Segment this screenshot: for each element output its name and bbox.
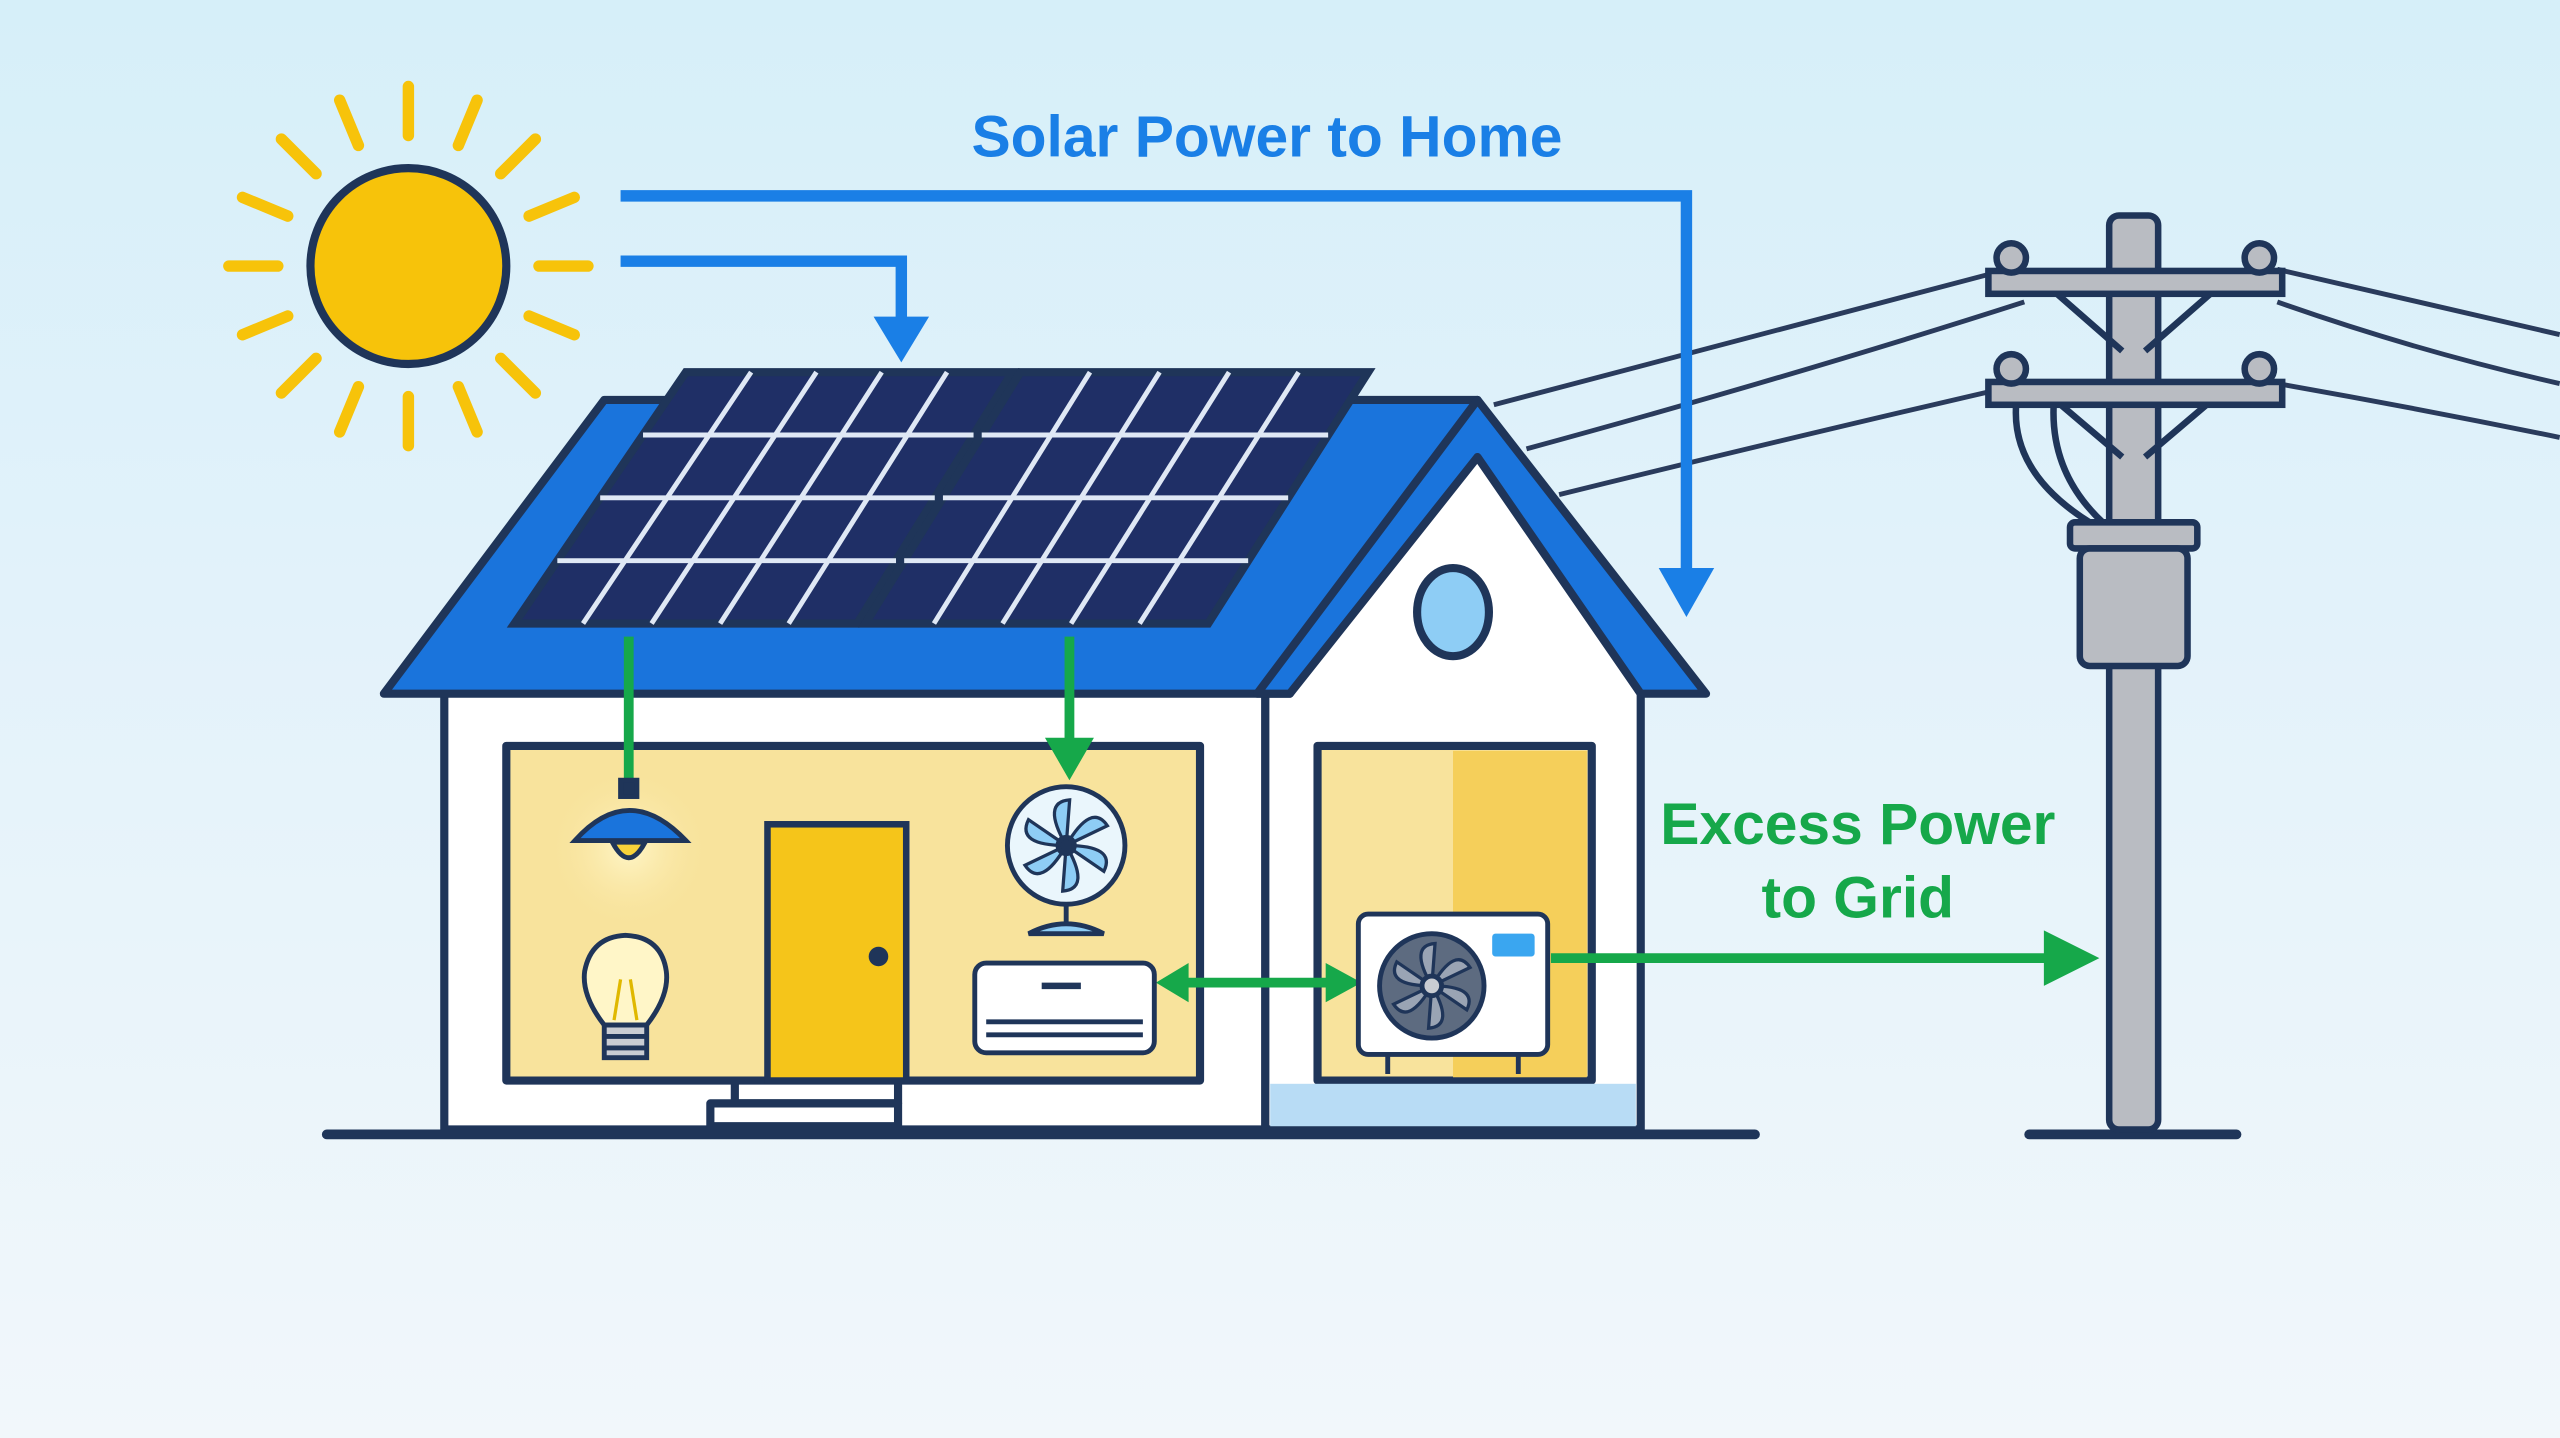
solar-panel-icon [506, 368, 1376, 628]
arrowhead-icon [873, 316, 930, 363]
front-door [764, 821, 910, 1084]
sun-ray [495, 133, 542, 180]
ceiling-lamp-icon [569, 777, 692, 861]
sun-ray [275, 352, 322, 399]
solar-to-home-arrows [620, 190, 1693, 572]
sun-ray [275, 133, 322, 180]
fan-icon [1004, 784, 1128, 937]
light-bulb-icon [581, 932, 670, 1061]
round-window [1413, 563, 1494, 661]
sun-ray [452, 380, 483, 438]
sun-ray [333, 94, 365, 152]
sun-icon [223, 80, 594, 452]
excess-power-label-line2: to Grid [1762, 865, 1955, 930]
arrowhead-icon [1658, 568, 1715, 617]
sun-ray [333, 380, 365, 438]
power-lines [1493, 266, 2560, 497]
panel-to-appliance-arrows [623, 636, 2100, 1003]
air-conditioner-outdoor-icon [1355, 911, 1551, 1075]
excess-power-label-line1: Excess Power [1660, 792, 2055, 857]
sun-ray [236, 310, 294, 341]
sun-ray [495, 352, 542, 399]
air-conditioner-indoor-icon [972, 960, 1157, 1056]
sun-ray [523, 310, 580, 341]
utility-pole-icon [1985, 212, 2286, 1133]
sun-ray [236, 191, 294, 222]
solar-to-home-label: Solar Power to Home [971, 105, 1562, 170]
sun-ray [452, 94, 483, 152]
sun-ray [523, 191, 580, 222]
transformer-icon [2066, 519, 2201, 670]
